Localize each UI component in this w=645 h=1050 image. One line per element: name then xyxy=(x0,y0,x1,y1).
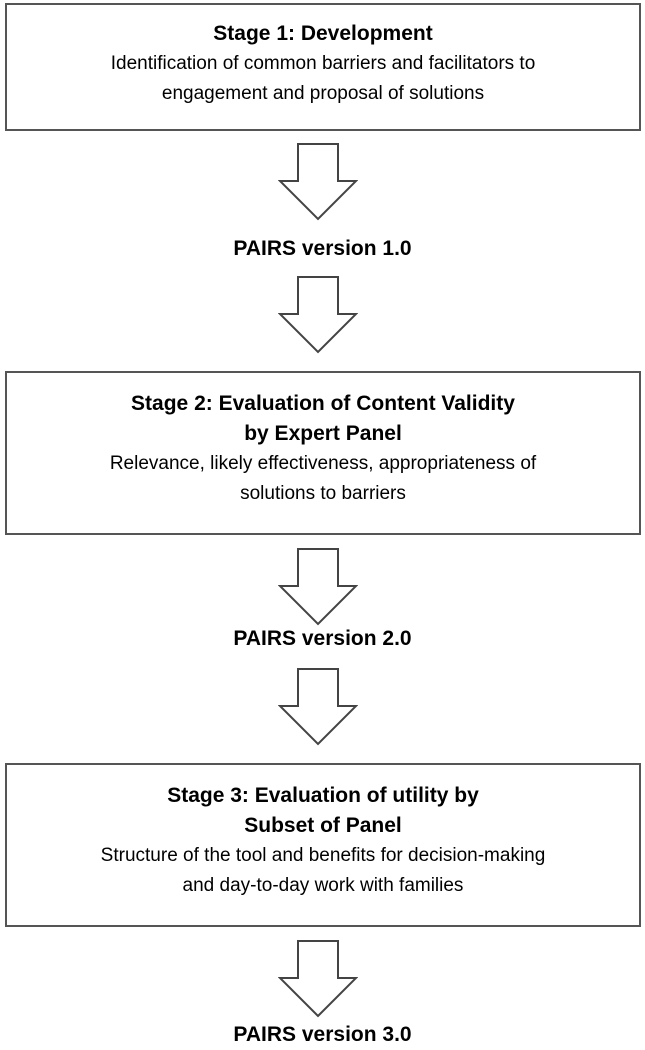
pairs-version-3: PAIRS version 3.0 xyxy=(233,1023,412,1046)
stage-3-desc-line-1: Structure of the tool and benefits for d… xyxy=(100,845,546,866)
stage-2-title-line-2: by Expert Panel xyxy=(244,422,402,445)
stage-1-box: Stage 1: Development Identification of c… xyxy=(5,3,641,131)
stage-1-desc-line-2: engagement and proposal of solutions xyxy=(161,83,485,104)
stage-3-box: Stage 3: Evaluation of utility by Subset… xyxy=(5,763,641,927)
stage-2-box: Stage 2: Evaluation of Content Validity … xyxy=(5,371,641,535)
stage-2-desc-line-2: solutions to barriers xyxy=(240,483,406,504)
stage-1-desc-line-1: Identification of common barriers and fa… xyxy=(110,53,536,74)
down-arrow-icon xyxy=(278,143,358,221)
down-arrow-icon xyxy=(278,276,358,354)
stage-3-title-line-2: Subset of Panel xyxy=(244,814,402,837)
pairs-version-2: PAIRS version 2.0 xyxy=(233,627,412,650)
stage-3-title-line-1: Stage 3: Evaluation of utility by xyxy=(167,784,479,807)
stage-3-desc-line-2: and day-to-day work with families xyxy=(182,875,464,896)
stage-2-desc-line-1: Relevance, likely effectiveness, appropr… xyxy=(109,453,537,474)
stage-2-title-line-1: Stage 2: Evaluation of Content Validity xyxy=(131,392,515,415)
pairs-version-1: PAIRS version 1.0 xyxy=(233,237,412,260)
down-arrow-icon xyxy=(278,668,358,746)
stage-1-title: Stage 1: Development xyxy=(213,22,433,45)
down-arrow-icon xyxy=(278,548,358,626)
down-arrow-icon xyxy=(278,940,358,1018)
